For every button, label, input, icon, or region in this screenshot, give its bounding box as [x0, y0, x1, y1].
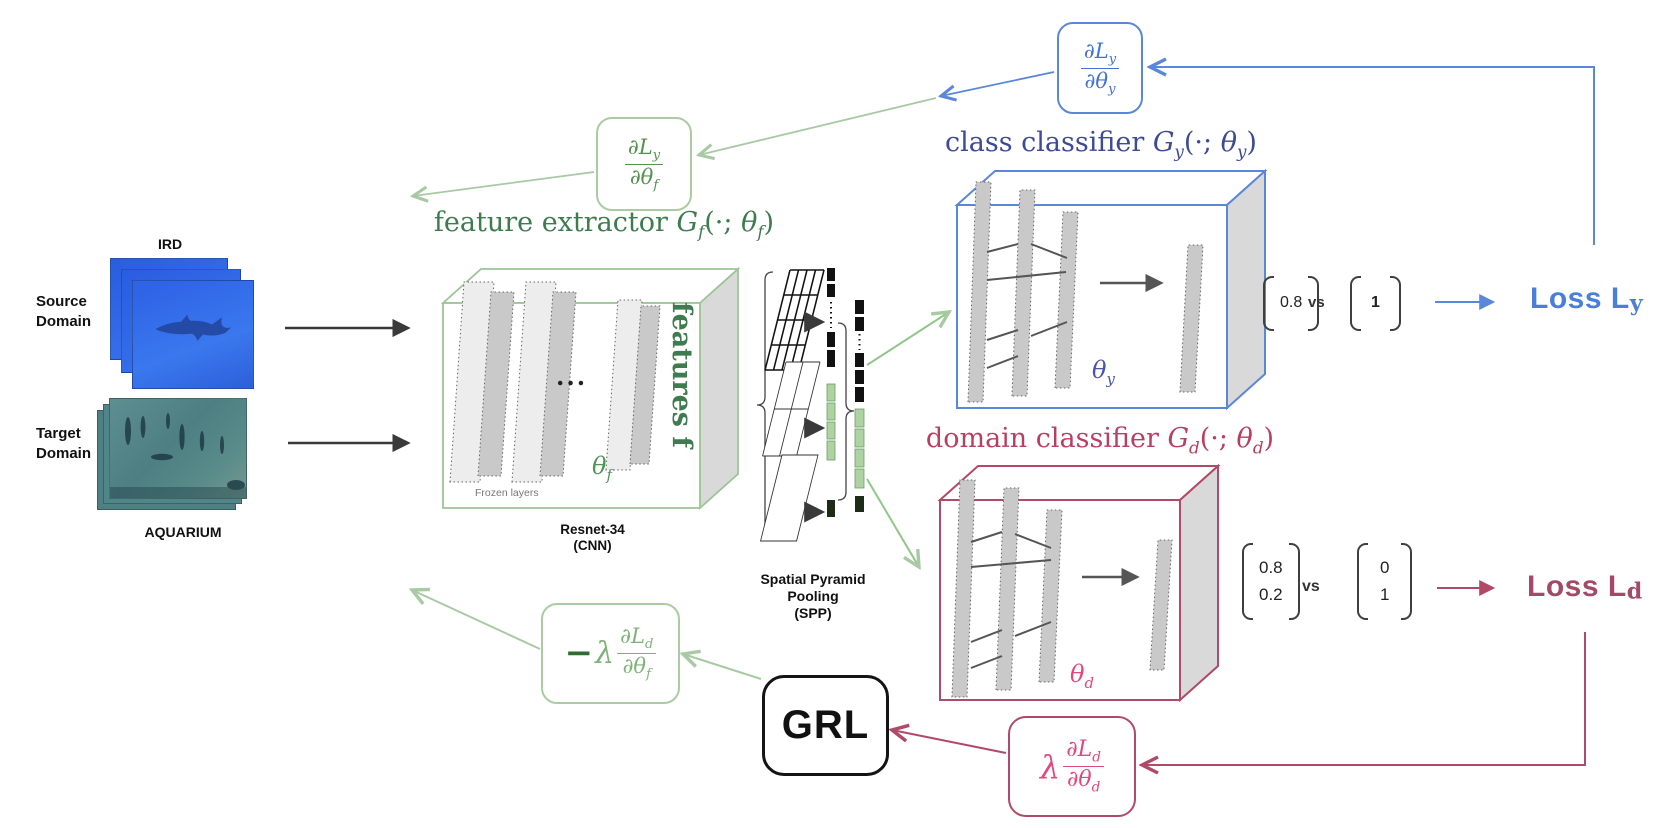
spp-vector-1	[826, 268, 836, 517]
left-bracket-icon	[1357, 543, 1368, 620]
target-image-front	[109, 398, 247, 499]
spp-vector-2	[854, 300, 865, 512]
spp-to-domain-arrow	[866, 478, 919, 567]
source-domain-label: Source Domain	[36, 293, 92, 331]
grad-lambda-ld-thd-box: λ ∂Ld ∂θd	[1008, 716, 1136, 817]
grl-box: GRL	[762, 675, 889, 776]
grad-ly-thf-box: ∂Ly ∂θf	[596, 117, 692, 211]
spp-grid-2x2	[762, 361, 821, 457]
class-truth-vector: 1	[1350, 276, 1401, 331]
spp-right-brace	[837, 322, 855, 501]
domain-theta-label: θd	[1070, 660, 1094, 692]
domain-truth-vector: 0 1	[1357, 543, 1413, 620]
fe-ellipsis: ...	[556, 362, 588, 391]
right-bracket-icon	[1288, 543, 1300, 620]
grad-neg-lambda-ld-thf-box: − λ ∂Ld ∂θf	[541, 603, 680, 704]
source-image-front	[132, 280, 254, 389]
crimson-grl-arrow	[892, 730, 1007, 754]
spp-label: Spatial Pyramid Pooling (SPP)	[760, 571, 866, 621]
right-bracket-icon	[1401, 543, 1413, 620]
class-theta-label: θy	[1092, 356, 1115, 388]
target-dataset-label: AQUARIUM	[144, 524, 222, 540]
fe-frozen-layers-label: Frozen layers	[475, 487, 539, 499]
domain-slab-links	[970, 531, 1052, 669]
crimson-feedback-line	[1142, 632, 1586, 765]
feature-extractor-title: feature extractor Gf(·; θf)	[433, 207, 775, 242]
shark-icon	[155, 314, 231, 341]
minus-sign: −	[564, 632, 594, 673]
class-vs-label: vs	[1308, 294, 1325, 311]
spp-to-class-arrow	[866, 312, 949, 366]
class-slab-links	[986, 243, 1068, 369]
class-slabs	[967, 181, 1204, 403]
source-dataset-label: IRD	[157, 236, 183, 252]
domain-slabs	[951, 479, 1173, 698]
grad-ly-thy-box: ∂Ly ∂θy	[1057, 22, 1143, 114]
fe-features-label: features f	[666, 302, 697, 449]
class-pred-vector: 0.8	[1263, 276, 1320, 331]
spp-grid-4x4	[764, 269, 825, 371]
domain-vs-label: vs	[1302, 578, 1320, 595]
left-bracket-icon	[1242, 543, 1253, 620]
fe-caption: Resnet-34 (CNN)	[560, 522, 625, 554]
grl-label: GRL	[781, 703, 870, 747]
spp-grid-1x1	[759, 454, 819, 542]
green-grad-line	[699, 97, 937, 155]
blue-grad-arrow	[941, 71, 1055, 96]
domain-classifier-title: domain classifier Gd(·; θd)	[925, 423, 1275, 458]
left-bracket-icon	[1350, 276, 1361, 331]
domain-pred-vector: 0.8 0.2	[1242, 543, 1300, 620]
neg-lambda-to-fe-arrow	[412, 590, 541, 650]
right-bracket-icon	[1308, 276, 1320, 331]
blue-feedback-line	[1150, 67, 1595, 245]
fe-theta-label: θf	[592, 452, 612, 484]
green-grad-arrow-to-fe	[413, 171, 595, 196]
domain-loss-label: Loss Ld	[1527, 570, 1643, 605]
left-bracket-icon	[1263, 276, 1274, 331]
spp-left-brace	[756, 271, 774, 539]
grl-to-neg-lambda-arrow	[683, 654, 762, 680]
lambda-symbol: λ	[595, 636, 615, 671]
class-loss-label: Loss Ly	[1530, 282, 1644, 317]
lambda-symbol: λ	[1039, 747, 1061, 786]
fish-school-icon	[110, 413, 246, 498]
target-domain-label: Target Domain	[36, 425, 92, 463]
fe-layer-slabs	[449, 281, 661, 483]
spp-mini-arrows	[804, 311, 826, 523]
class-classifier-title: class classifier Gy(·; θy)	[945, 127, 1257, 162]
right-bracket-icon	[1389, 276, 1401, 331]
